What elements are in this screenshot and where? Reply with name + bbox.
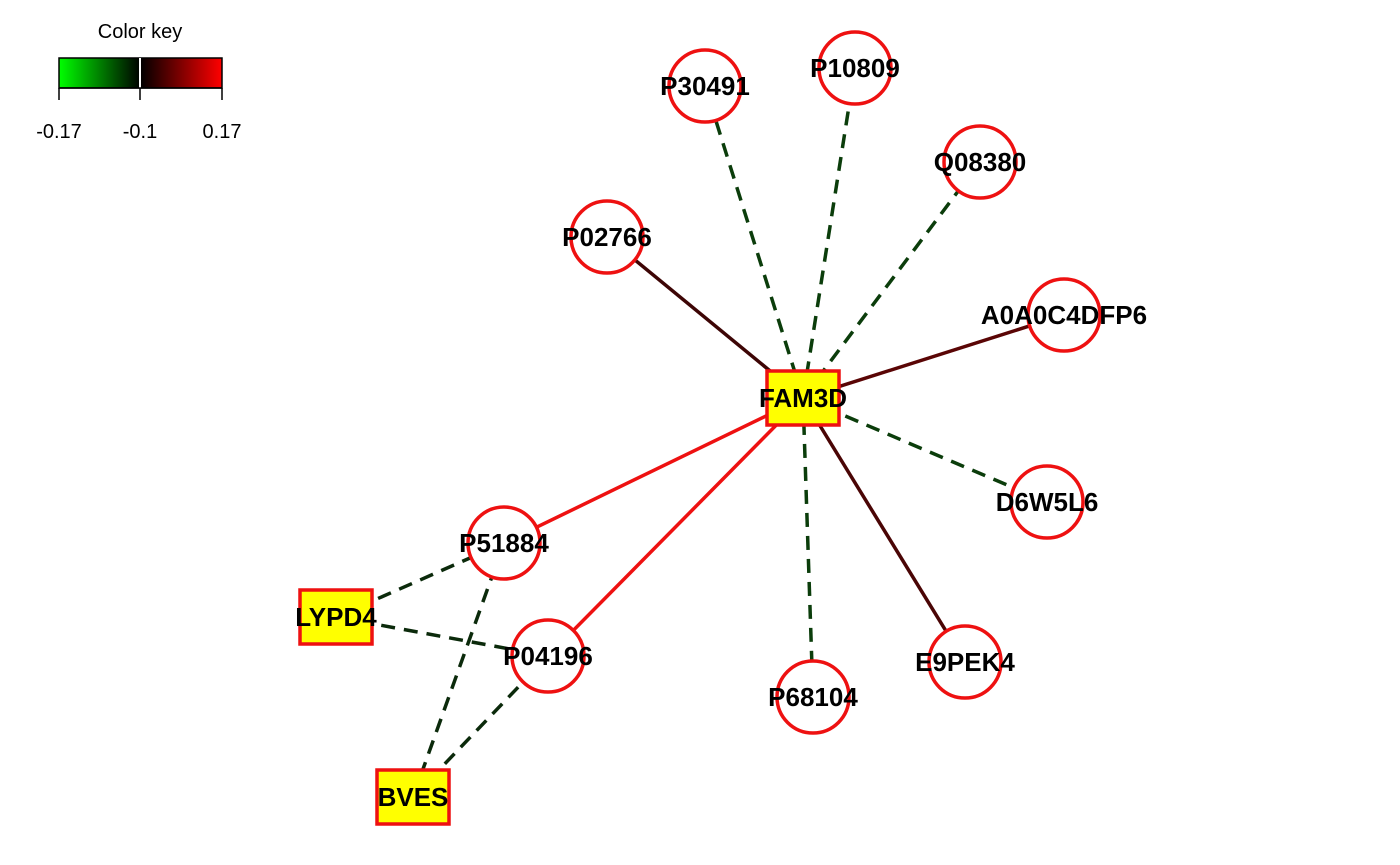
edge-fam3d-p68104 bbox=[801, 397, 815, 698]
node-label: P02766 bbox=[562, 222, 652, 252]
node-circle bbox=[466, 505, 542, 581]
node-p02766[interactable]: P02766 bbox=[562, 199, 652, 275]
node-p68104[interactable]: P68104 bbox=[768, 659, 858, 735]
edge-fam3d-p04196 bbox=[546, 396, 805, 658]
color-key-max-label: 0.17 bbox=[203, 121, 242, 143]
node-a0a0c4dfp6[interactable]: A0A0C4DFP6 bbox=[981, 277, 1147, 353]
color-key: Color key -0.17 -0.1 0.17 bbox=[36, 21, 241, 143]
node-circle bbox=[942, 124, 1018, 200]
node-circle bbox=[667, 48, 743, 124]
node-d6w5l6[interactable]: D6W5L6 bbox=[996, 464, 1099, 540]
color-key-mid-label: -0.1 bbox=[123, 121, 157, 143]
node-p51884[interactable]: P51884 bbox=[459, 505, 549, 581]
node-label: D6W5L6 bbox=[996, 487, 1099, 517]
node-e9pek4[interactable]: E9PEK4 bbox=[915, 624, 1015, 700]
edge-fam3d-a0a0c4dfp6 bbox=[802, 313, 1065, 400]
node-square bbox=[375, 768, 451, 826]
node-label: FAM3D bbox=[759, 383, 847, 413]
node-label: Q08380 bbox=[934, 147, 1027, 177]
node-label: P51884 bbox=[459, 528, 549, 558]
node-label: P30491 bbox=[660, 71, 750, 101]
node-q08380[interactable]: Q08380 bbox=[934, 124, 1027, 200]
edge-fam3d-q08380 bbox=[801, 160, 982, 400]
edge-bves-p51884 bbox=[411, 542, 506, 798]
edge-fam3d-p30491 bbox=[703, 85, 805, 399]
node-square bbox=[298, 588, 374, 646]
node-square bbox=[765, 369, 841, 427]
node-label: P10809 bbox=[810, 53, 900, 83]
color-key-min-label: -0.17 bbox=[36, 121, 82, 143]
node-p30491[interactable]: P30491 bbox=[660, 48, 750, 124]
node-p10809[interactable]: P10809 bbox=[810, 30, 900, 106]
node-label: P04196 bbox=[503, 641, 593, 671]
node-circle bbox=[569, 199, 645, 275]
node-bves[interactable]: BVES bbox=[375, 768, 451, 826]
node-label: A0A0C4DFP6 bbox=[981, 300, 1147, 330]
node-lypd4[interactable]: LYPD4 bbox=[295, 588, 377, 646]
node-circle bbox=[775, 659, 851, 735]
node-fam3d[interactable]: FAM3D bbox=[759, 369, 847, 427]
node-label: P68104 bbox=[768, 682, 858, 712]
edge-fam3d-e9pek4 bbox=[801, 397, 967, 663]
node-label: E9PEK4 bbox=[915, 647, 1015, 677]
node-circle bbox=[1009, 464, 1085, 540]
node-label: LYPD4 bbox=[295, 602, 377, 632]
node-label: BVES bbox=[378, 782, 449, 812]
node-circle bbox=[510, 618, 586, 694]
node-circle bbox=[927, 624, 1003, 700]
edge-fam3d-p51884 bbox=[503, 396, 804, 545]
edge-fam3d-p10809 bbox=[801, 67, 857, 399]
node-circle bbox=[1026, 277, 1102, 353]
color-key-title: Color key bbox=[98, 21, 182, 43]
node-circle bbox=[817, 30, 893, 106]
node-p04196[interactable]: P04196 bbox=[503, 618, 593, 694]
